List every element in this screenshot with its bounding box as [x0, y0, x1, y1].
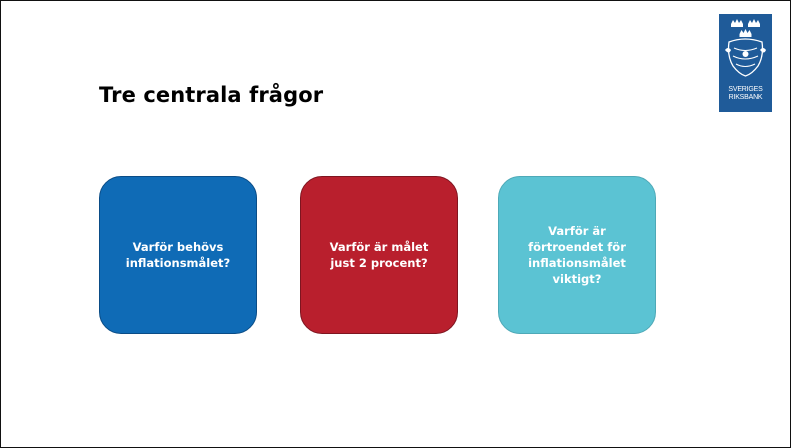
- question-box-3: Varför är förtroendet för inflationsmåle…: [498, 176, 656, 334]
- crest-icon: [725, 19, 766, 77]
- question-text-1: Varför behövs inflationsmålet?: [125, 240, 231, 270]
- question-text-3: Varför är förtroendet för inflationsmåle…: [528, 224, 626, 286]
- riksbank-logo: SVERIGES RIKSBANK: [719, 14, 772, 112]
- slide-title: Tre centrala frågor: [99, 83, 324, 107]
- logo-text-line2: RIKSBANK: [728, 94, 763, 101]
- question-box-2: Varför är målet just 2 procent?: [300, 176, 458, 334]
- logo-text-line1: SVERIGES: [728, 86, 763, 93]
- question-text-2: Varför är målet just 2 procent?: [329, 240, 429, 270]
- question-box-1: Varför behövs inflationsmålet?: [99, 176, 257, 334]
